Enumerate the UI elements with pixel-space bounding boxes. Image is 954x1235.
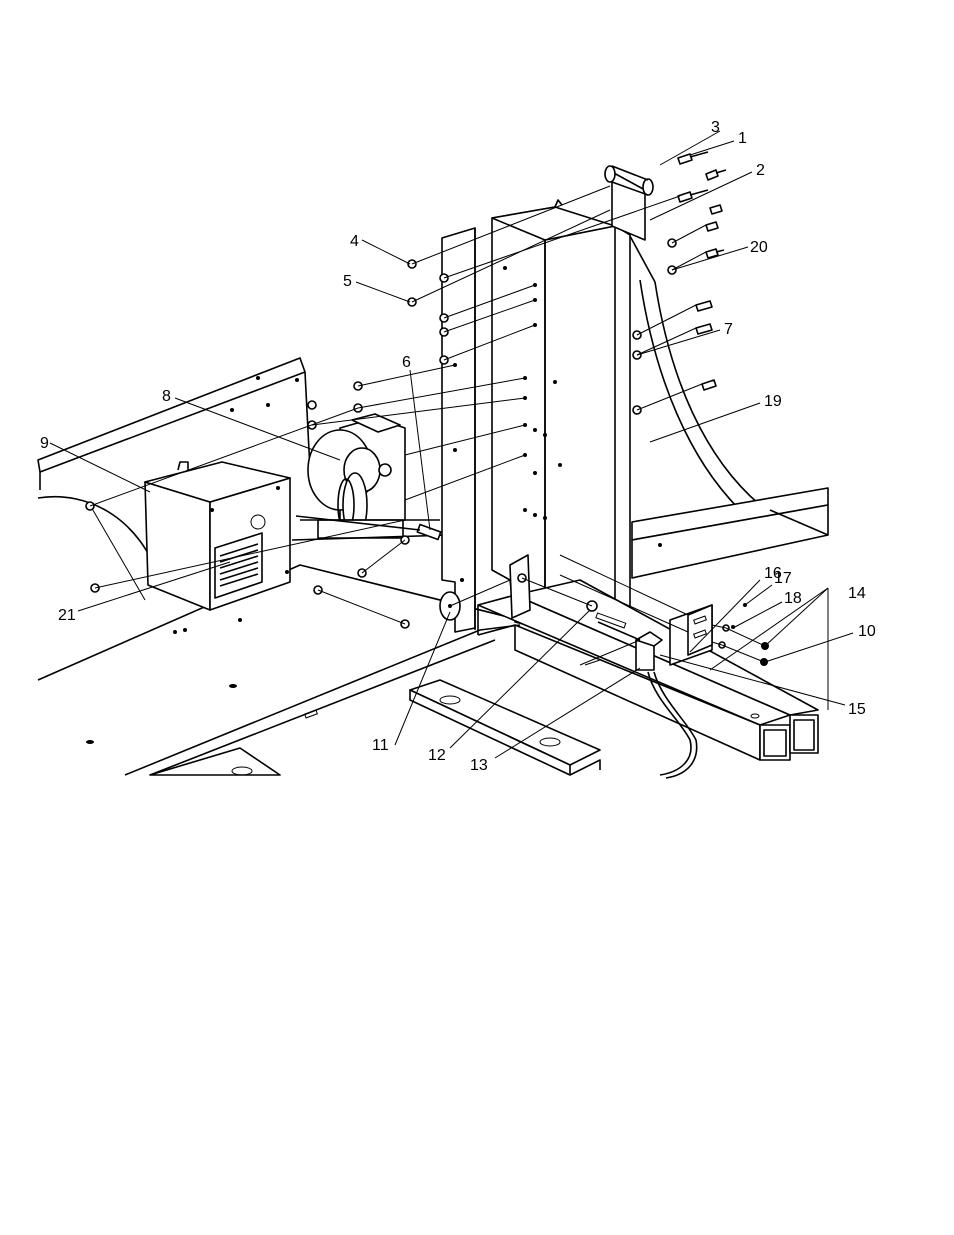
right-horizontal-beam (632, 488, 828, 578)
callout-12: 12 (428, 747, 446, 764)
bolt-icon (706, 222, 718, 231)
callout-8: 8 (162, 388, 171, 405)
callout-3: 3 (711, 119, 720, 136)
callout-10: 10 (858, 623, 876, 640)
bolt-icon (696, 301, 712, 311)
left-frame-rail (38, 358, 310, 490)
bolt-icon (702, 380, 716, 390)
center-upright-column (442, 166, 653, 640)
callout-20: 20 (750, 239, 768, 256)
callout-2: 2 (756, 162, 765, 179)
right-curved-gusset (630, 236, 760, 510)
callout-14: 14 (848, 585, 866, 602)
hinge-bracket (510, 555, 530, 618)
callout-21: 21 (58, 607, 76, 624)
left-fender-arc (38, 497, 160, 600)
callout-17: 17 (774, 570, 792, 587)
callout-7: 7 (724, 321, 733, 338)
callout-15: 15 (848, 701, 866, 718)
callout-11: 11 (372, 737, 389, 754)
callout-13: 13 (470, 757, 488, 774)
control-box (145, 462, 290, 610)
callout-9: 9 (40, 435, 49, 452)
bolt-icon (706, 170, 726, 180)
bolt-icon (710, 205, 722, 214)
callout-4: 4 (350, 233, 359, 250)
callout-18: 18 (784, 590, 802, 607)
callout-19: 19 (764, 393, 782, 410)
callout-1: 1 (738, 130, 747, 147)
callout-5: 5 (343, 273, 352, 290)
motor-pulley-assembly (292, 414, 450, 540)
bolt-icon (696, 324, 712, 334)
callout-6: 6 (402, 354, 411, 371)
